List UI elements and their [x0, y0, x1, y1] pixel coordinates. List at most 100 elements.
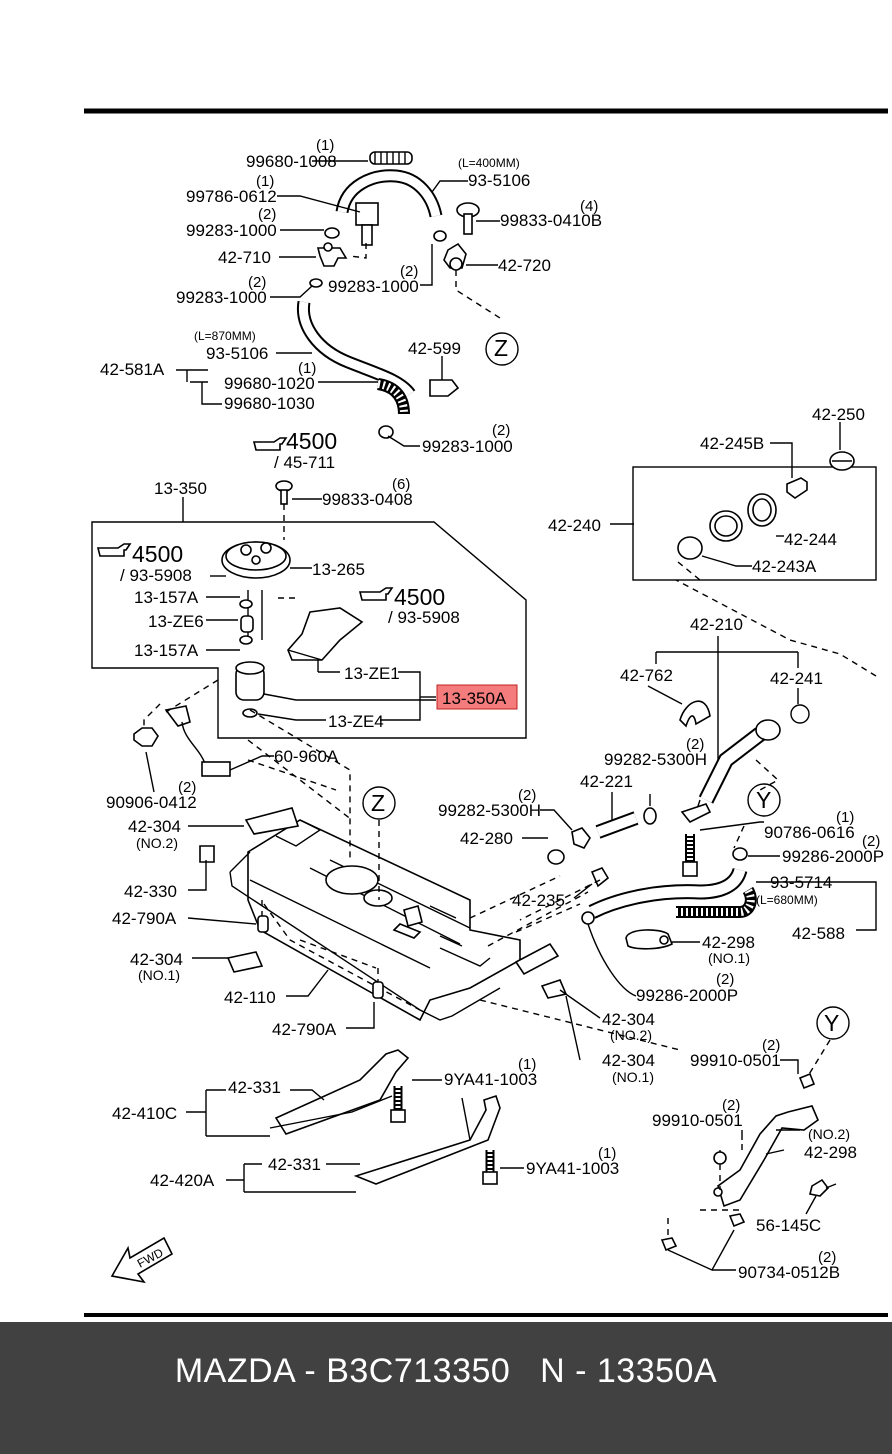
label-56-145C: 56-145C: [756, 1216, 821, 1235]
qty-9YA41-a: (1): [518, 1056, 536, 1073]
length-680: (L=680MM): [756, 893, 818, 907]
label-13-350A: 13-350A: [442, 689, 507, 708]
ref-4500-c: 4500: [394, 584, 445, 610]
note-42-298-a: (NO.1): [708, 950, 750, 966]
label-90786-0616: 90786-0616: [764, 823, 855, 842]
label-99680-1020: 99680-1020: [224, 374, 315, 393]
label-42-790A-b: 42-790A: [272, 1020, 337, 1039]
label-42-790A-a: 42-790A: [112, 909, 177, 928]
label-42-304-c: 42-304: [602, 1010, 655, 1029]
label-42-280: 42-280: [460, 829, 513, 848]
label-42-720: 42-720: [498, 256, 551, 275]
note-42-304-d: (NO.1): [612, 1069, 654, 1085]
qty-99910-b: (2): [722, 1097, 740, 1114]
label-13-350: 13-350: [154, 479, 207, 498]
qty-99282-h2: (2): [518, 787, 536, 804]
qty-99286-b: (2): [716, 971, 734, 988]
label-42-304-d: 42-304: [602, 1051, 655, 1070]
label-99282-5300H-b: 99282-5300H: [438, 801, 541, 820]
label-42-244: 42-244: [784, 530, 837, 549]
label-93-5106-b: 93-5106: [206, 344, 268, 363]
label-42-245B: 42-245B: [700, 434, 764, 453]
label-93-5106-a: 93-5106: [468, 171, 530, 190]
label-13-157A-b: 13-157A: [134, 641, 199, 660]
label-42-250: 42-250: [812, 405, 865, 424]
label-42-298-a: 42-298: [702, 933, 755, 952]
label-42-762: 42-762: [620, 666, 673, 685]
qty-99283-a: (2): [258, 206, 276, 223]
label-42-240: 42-240: [548, 516, 601, 535]
label-13-ZE6: 13-ZE6: [148, 612, 204, 631]
label-99786-0612: 99786-0612: [186, 187, 277, 206]
filler-cap-group: [610, 422, 877, 677]
ref-93-5908-b: / 93-5908: [120, 566, 192, 585]
fuel-pump-assembly-box: [91, 480, 527, 739]
note-42-304-a: (NO.2): [136, 835, 178, 851]
label-13-265: 13-265: [312, 560, 365, 579]
label-90906-0412: 90906-0412: [106, 793, 197, 812]
label-93-5714: 93-5714: [770, 873, 832, 892]
part-number-footer: MAZDA - B3C713350 N - 13350A: [0, 1322, 892, 1454]
label-9YA41-1003-a: 9YA41-1003: [444, 1070, 537, 1089]
label-99286-2000P-a: 99286-2000P: [782, 847, 884, 866]
label-99282-5300H-a: 99282-5300H: [604, 750, 707, 769]
note-42-298-b: (NO.2): [808, 1126, 850, 1142]
ref-45-711: / 45-711: [274, 453, 335, 472]
label-42-581A: 42-581A: [100, 360, 165, 379]
qty-90786: (1): [836, 809, 854, 826]
label-90734-0512B: 90734-0512B: [738, 1263, 840, 1282]
label-13-ZE4: 13-ZE4: [328, 712, 384, 731]
label-99680-1008: 99680-1008: [246, 152, 337, 171]
fwd-arrow-icon: FWD: [110, 1236, 174, 1284]
ref-4500-a: 4500: [286, 428, 337, 454]
label-99910-0501-b: 99910-0501: [652, 1111, 743, 1130]
fuel-tank-parts-diagram: FWD (1) 99680-1008 (L=400MM) 93-5106 (1)…: [84, 108, 888, 1317]
label-99833-0410B: 99833-0410B: [500, 211, 602, 230]
vent-hose-group: [522, 792, 877, 997]
label-42-330: 42-330: [124, 882, 177, 901]
note-42-304-b: (NO.1): [138, 967, 180, 983]
callout-y-mid: Y: [756, 787, 771, 813]
fuel-tank: [187, 709, 681, 1061]
qty-99786: (1): [256, 173, 274, 190]
qty-99680-1008: (1): [316, 137, 334, 154]
length-400: (L=400MM): [458, 156, 520, 170]
label-13-ZE1: 13-ZE1: [344, 664, 400, 683]
callout-y-bot: Y: [824, 1010, 839, 1036]
label-42-235: 42-235: [512, 891, 565, 910]
hand-ref-icon: [252, 437, 288, 451]
label-9YA41-1003-b: 9YA41-1003: [526, 1159, 619, 1178]
label-42-331-a: 42-331: [228, 1078, 281, 1097]
label-99286-2000P-b: 99286-2000P: [636, 986, 738, 1005]
qty-99283-d: (2): [492, 422, 510, 439]
label-42-420A: 42-420A: [150, 1171, 215, 1190]
label-99910-0501-a: 99910-0501: [690, 1051, 781, 1070]
label-99283-1000-b: 99283-1000: [176, 288, 267, 307]
label-99283-1000-c: 99283-1000: [328, 277, 419, 296]
note-42-304-c: (NO.2): [610, 1027, 652, 1043]
labels: (1) 99680-1008 (L=400MM) 93-5106 (1) 997…: [100, 137, 884, 1282]
qty-99833-0410: (4): [580, 198, 598, 215]
filler-neck-group: [647, 636, 810, 877]
label-42-304-b: 42-304: [130, 950, 183, 969]
label-99283-1000-d: 99283-1000: [422, 437, 513, 456]
lower-right-bracket: [660, 1006, 850, 1271]
label-42-210: 42-210: [690, 615, 743, 634]
qty-99283-c: (2): [400, 263, 418, 280]
highlight-13-350A: [436, 684, 518, 710]
qty-99286-a: (2): [862, 833, 880, 850]
label-42-410C: 42-410C: [112, 1104, 177, 1123]
label-42-110: 42-110: [224, 988, 276, 1007]
qty-90734: (2): [818, 1249, 836, 1266]
label-99283-1000-a: 99283-1000: [186, 221, 277, 240]
label-42-298-b: 42-298: [804, 1143, 857, 1162]
label-42-588: 42-588: [792, 924, 845, 943]
callout-z-top: Z: [494, 335, 508, 361]
harness-group: [133, 679, 274, 793]
top-hose-group: [176, 151, 519, 447]
label-99680-1030: 99680-1030: [224, 394, 315, 413]
label-42-710: 42-710: [218, 248, 271, 267]
length-870: (L=870MM): [194, 329, 256, 343]
qty-99833-0408: (6): [392, 476, 410, 493]
label-42-241: 42-241: [770, 669, 823, 688]
